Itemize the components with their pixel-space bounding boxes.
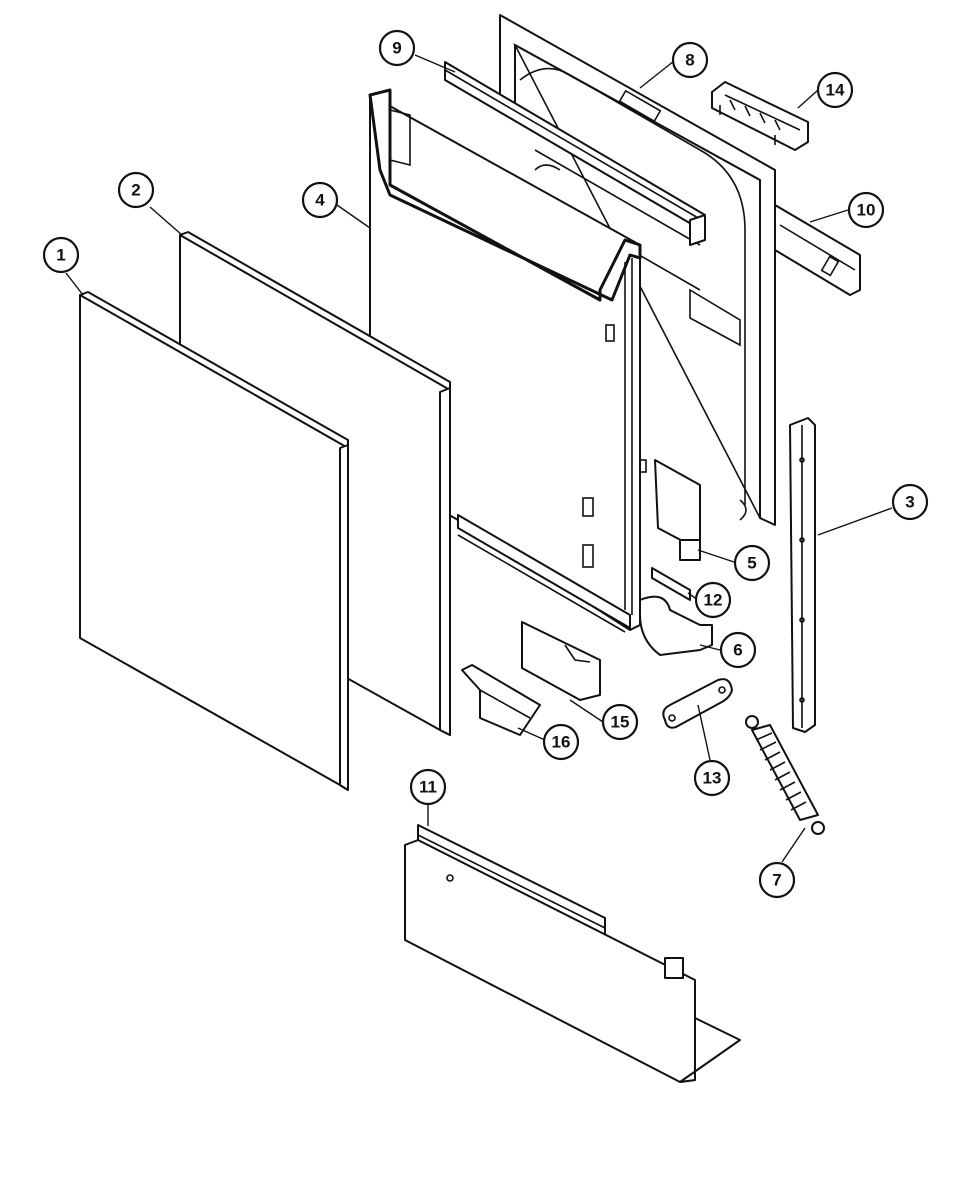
part-3-side-strip [789,417,816,733]
callout-4-label: 4 [315,191,325,210]
part-14-vent [711,81,809,151]
part-15-bracket [521,621,601,701]
leader-4 [336,204,371,229]
callout-7-label: 7 [772,871,781,890]
callout-9-label: 9 [392,39,401,58]
callout-4: 4 [301,181,339,219]
part-9-top-rail [444,61,706,246]
callout-7: 7 [758,861,796,899]
callout-3-label: 3 [905,493,914,512]
callout-10: 10 [847,191,885,229]
callout-14: 14 [816,71,854,109]
leader-1 [65,272,84,296]
leader-7 [781,827,806,863]
callout-11: 11 [409,768,447,806]
leader-lines [65,54,893,863]
callout-10-label: 10 [857,201,876,220]
leader-15 [569,699,604,723]
callout-5-label: 5 [747,554,756,573]
part-7-spring [745,715,825,835]
part-13-link [662,678,733,729]
callout-9: 9 [378,29,416,67]
part-6-hinge [639,595,713,656]
callout-1-label: 1 [56,246,65,265]
leader-13 [697,704,711,761]
leader-2 [149,206,183,236]
callout-3: 3 [891,483,929,521]
callout-2-label: 2 [131,181,140,200]
leader-6 [699,644,721,651]
leader-14 [797,89,819,109]
callout-8: 8 [671,41,709,79]
leader-9 [414,54,456,73]
part-11-bottom-panel [404,824,741,1083]
callout-12-label: 12 [704,591,723,610]
callout-14-label: 14 [826,81,845,100]
callout-15-label: 15 [611,713,630,732]
part-10-upper-strip [774,204,861,296]
callout-16-label: 16 [552,733,571,752]
leader-8 [639,60,675,89]
part-5-latch [654,459,701,561]
leader-5 [697,549,735,563]
leader-16 [517,727,546,741]
leader-10 [809,209,849,223]
callout-6: 6 [719,631,757,669]
callout-13: 13 [693,759,731,797]
callout-16: 16 [542,723,580,761]
callout-5: 5 [733,544,771,582]
callout-2: 2 [117,171,155,209]
callout-15: 15 [601,703,639,741]
part-12-label [651,567,691,601]
part-16-bracket [461,664,541,736]
callout-1: 1 [42,236,80,274]
callout-12: 12 [694,581,732,619]
callout-13-label: 13 [703,769,722,788]
part-1-outer-panel [79,291,349,791]
callout-6-label: 6 [733,641,742,660]
leader-3 [817,507,893,536]
callout-8-label: 8 [685,51,694,70]
callout-11-label: 11 [419,778,437,797]
